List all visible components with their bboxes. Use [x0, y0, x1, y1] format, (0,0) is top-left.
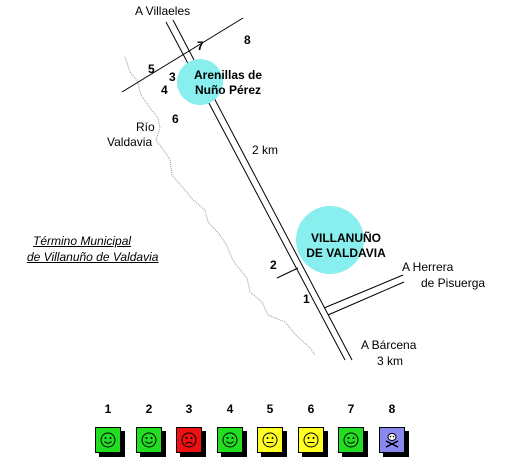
map-point-7[interactable]: 7 [197, 39, 204, 53]
label-river-2: Valdavia [107, 135, 153, 149]
label-middle-dist: 2 km [252, 143, 279, 157]
smiley-icon [343, 432, 359, 448]
button-face [136, 427, 162, 453]
label-barcena: A Bárcena [361, 338, 417, 352]
legend-number-7: 7 [347, 402, 355, 416]
legend-button-8[interactable] [379, 427, 409, 457]
map-point-5[interactable]: 5 [148, 62, 155, 76]
label-river-1: Río [136, 120, 155, 134]
town-villanuno-line1: VILLANUÑO [311, 231, 381, 245]
town-arenillas-line2: Nuño Pérez [194, 83, 261, 97]
neutral-face-icon [262, 432, 278, 448]
herrera-road-edge-b [327, 281, 405, 316]
label-barcena-dist: 3 km [377, 354, 404, 368]
bad-face-icon [181, 432, 197, 448]
legend-button-5[interactable] [257, 427, 287, 457]
map-point-6[interactable]: 6 [172, 112, 179, 126]
legend-number-1: 1 [104, 402, 112, 416]
town-arenillas-circle[interactable] [177, 59, 223, 105]
neutral-face-icon [303, 432, 319, 448]
label-herrera-2: de Pisuerga [421, 276, 486, 290]
legend-number-4: 4 [226, 402, 234, 416]
map-point-1[interactable]: 1 [303, 292, 310, 306]
legend-number-2: 2 [145, 402, 153, 416]
crossroad-arenillas [121, 17, 244, 93]
town-arenillas-line1: Arenillas de [193, 68, 263, 82]
map-point-2[interactable]: 2 [270, 258, 277, 272]
legend-button-4[interactable] [217, 427, 247, 457]
legend-button-6[interactable] [298, 427, 328, 457]
town-villanuno-label[interactable]: VILLANUÑO DE VALDAVIA [298, 231, 394, 261]
town-villanuno-line2: DE VALDAVIA [306, 246, 386, 260]
legend-number-8: 8 [388, 402, 396, 416]
button-face [298, 427, 324, 453]
town-arenillas-label[interactable]: Arenillas de Nuño Pérez [186, 68, 270, 98]
button-face [217, 427, 243, 453]
legend-button-1[interactable] [95, 427, 125, 457]
town-villanuno-circle[interactable] [296, 206, 364, 274]
legend-button-2[interactable] [136, 427, 166, 457]
legend-number-6: 6 [307, 402, 315, 416]
map-point-4[interactable]: 4 [161, 83, 168, 97]
button-face [257, 427, 283, 453]
label-villaeles: A Villaeles [135, 4, 191, 18]
legend-button-7[interactable] [338, 427, 368, 457]
smiley-icon [141, 432, 157, 448]
legend-button-3[interactable] [176, 427, 206, 457]
skull-crossbones-icon [385, 433, 399, 448]
button-face [176, 427, 202, 453]
label-herrera-1: A Herrera [402, 260, 454, 274]
button-face [95, 427, 121, 453]
smiley-icon [100, 432, 116, 448]
label-municipality-2: de Villanuño de Valdavia [27, 250, 159, 264]
legend-number-5: 5 [266, 402, 274, 416]
river-valdavia [124, 56, 316, 356]
button-face [338, 427, 364, 453]
smiley-icon [222, 432, 238, 448]
map-point-8[interactable]: 8 [244, 33, 251, 47]
spur-point-2 [276, 267, 299, 279]
button-face [379, 427, 405, 453]
label-municipality-1: Término Municipal [33, 234, 132, 248]
legend-number-3: 3 [185, 402, 193, 416]
map-point-3[interactable]: 3 [169, 70, 176, 84]
herrera-road-edge-a [323, 274, 404, 309]
